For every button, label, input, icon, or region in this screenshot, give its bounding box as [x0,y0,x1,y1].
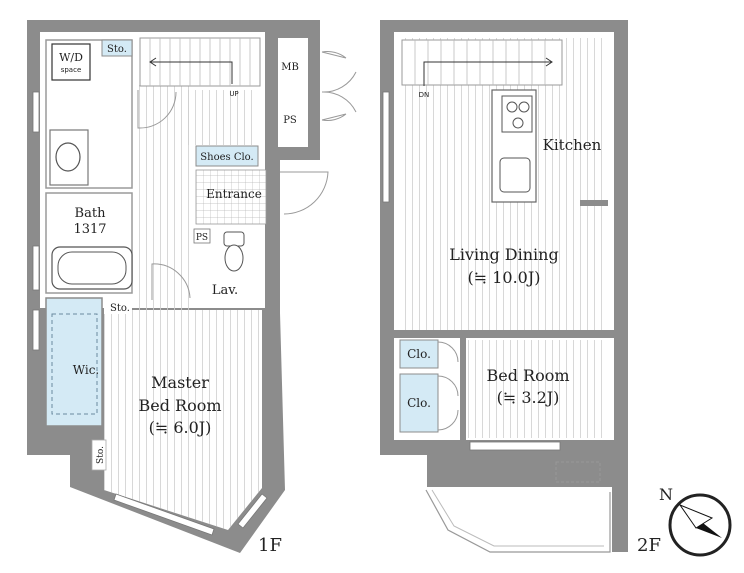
ps-top-label: PS [283,115,297,126]
floor-1f-label: 1F [258,535,282,556]
closet-2 [399,373,439,433]
mb-door-leaves [321,71,357,113]
sto-mid-box [104,300,132,314]
first-floor [27,20,357,553]
bed-room-label: Bed Room [486,366,569,385]
closet-doors [437,341,459,431]
entrance-tiles [195,169,267,225]
cooktop [501,95,533,133]
living-size-label: (≒ 10.0J) [467,268,540,287]
sto-low-label: Sto. [96,446,106,464]
mb-label: MB [281,62,299,73]
closet-1-label: Clo. [407,347,431,361]
bedroom-window [469,441,561,451]
wic-label: Wic. [73,363,100,377]
burner-3 [512,117,524,129]
bedroom-stripes [466,340,606,438]
burner-2 [518,101,530,113]
closet-1 [399,339,439,369]
dn-label: DN [419,91,430,99]
lav-door-swing [151,263,191,300]
bath-door-swing [137,90,177,129]
bath-size-label: 1317 [73,222,106,237]
window-1f-b [32,245,40,291]
shoes-closet [195,145,259,167]
kitchen-label: Kitchen [543,136,602,154]
balcony-unit [555,461,601,483]
second-floor [380,20,628,553]
mb-door-swings [321,51,347,121]
sto-mid-label: Sto. [110,303,130,314]
wd-space-box [51,43,91,81]
washbasin [55,142,81,172]
wic-shelf [51,313,98,415]
window-1f-bay [113,493,215,536]
stair-2f-arrow [423,61,552,86]
sto-low-box [91,439,107,471]
corridor-floor [136,85,191,310]
window-2f-side [382,91,390,203]
window-1f-c [32,309,40,351]
ps-small-box [193,228,211,244]
kitchen-sink [499,157,531,193]
master-bedroom-label: Bed Room [138,396,221,415]
shoes-closet-label: Shoes Clo. [200,152,253,163]
stair-arrow [150,61,233,84]
window-1f-a [32,91,40,133]
floor-2f-label: 2F [637,535,661,556]
closet-2-label: Clo. [407,396,431,410]
wic-closet [45,297,103,427]
up-label: UP [229,90,238,98]
sto-top-label: Sto. [107,44,127,55]
sto-top-box [101,39,133,57]
toilet-tank [223,231,245,247]
balcony [425,489,611,553]
wd-label: W/D [59,51,83,64]
ps-small-label: PS [196,233,208,243]
window-1f-corner [237,493,268,529]
entrance-label: Entrance [206,187,262,201]
bed-size-label: (≒ 3.2J) [497,388,560,407]
bath-label: Bath [75,206,107,221]
master-label: Master [151,373,209,392]
master-size-label: (≒ 6.0J) [149,418,212,437]
compass-north-label: N [659,485,673,504]
living-dining-label: Living Dining [449,245,558,264]
wd-sub-label: space [61,66,82,74]
master-bedroom-stripes [104,310,262,530]
lav-label: Lav. [212,283,238,298]
burner-1 [506,101,518,113]
toilet-bowl [224,244,244,272]
entrance-door-swing [280,171,329,215]
compass: N [659,485,732,557]
